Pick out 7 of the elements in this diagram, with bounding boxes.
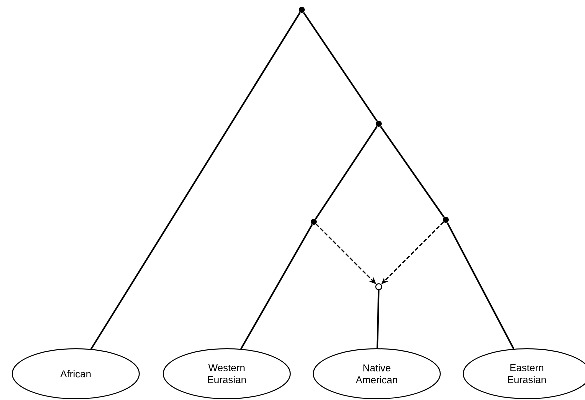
tree-branch xyxy=(303,12,378,122)
tree-branch xyxy=(90,12,301,350)
tree-branch xyxy=(380,126,445,218)
tree-branch xyxy=(315,126,378,220)
tree-branch xyxy=(240,224,314,350)
tree-branch xyxy=(446,222,515,350)
tree-branch xyxy=(376,290,380,349)
